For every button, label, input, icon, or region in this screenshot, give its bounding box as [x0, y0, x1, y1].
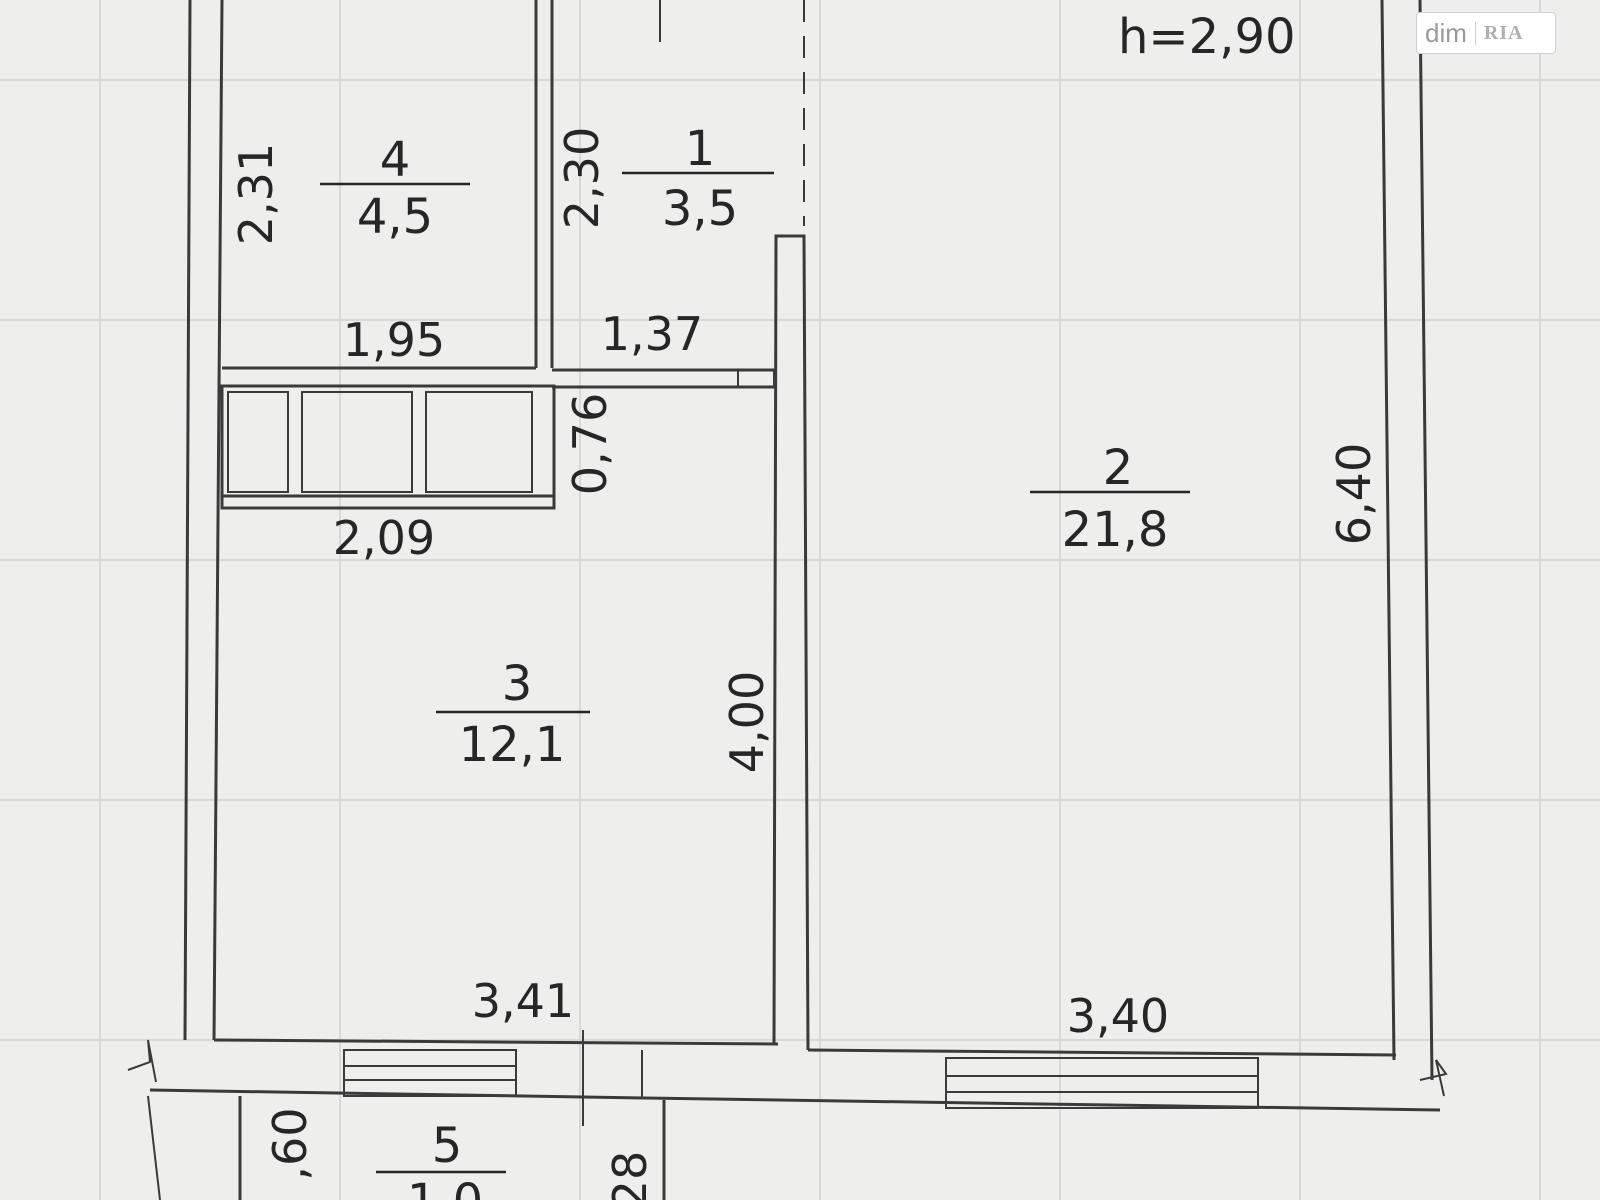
- dim-1-95: 1,95: [343, 313, 445, 367]
- dim-3-40: 3,40: [1067, 989, 1169, 1043]
- room-2-area: 21,8: [1062, 502, 1169, 558]
- dim-2-30: 2,30: [555, 127, 609, 229]
- dim-0-28: 28: [603, 1151, 657, 1200]
- room-3-number: 3: [502, 656, 533, 712]
- dim-4-00: 4,00: [720, 671, 774, 773]
- dim-3-41: 3,41: [472, 974, 574, 1028]
- room-5-number: 5: [432, 1118, 463, 1174]
- ceiling-height: h=2,90: [1118, 9, 1296, 65]
- room-1-number: 1: [685, 121, 716, 177]
- watermark-sub: RIA: [1474, 21, 1524, 45]
- room-3-area: 12,1: [459, 717, 566, 773]
- dimria-watermark: dim RIA: [1416, 12, 1556, 54]
- room-5-area: 1,0: [407, 1174, 483, 1200]
- dim-6-40: 6,40: [1327, 443, 1381, 545]
- room-4-area: 4,5: [357, 189, 433, 245]
- room-4-number: 4: [380, 132, 411, 188]
- room-1-area: 3,5: [662, 181, 738, 237]
- walls: [127, 0, 1448, 1200]
- dim-2-09: 2,09: [333, 511, 435, 565]
- dim-0-76: 0,76: [563, 393, 617, 495]
- room-2-number: 2: [1103, 440, 1134, 496]
- dim-2-31: 2,31: [229, 143, 283, 245]
- dim-0-60: ,60: [263, 1107, 317, 1180]
- watermark-brand: dim: [1425, 17, 1467, 48]
- dim-1-37: 1,37: [601, 307, 703, 361]
